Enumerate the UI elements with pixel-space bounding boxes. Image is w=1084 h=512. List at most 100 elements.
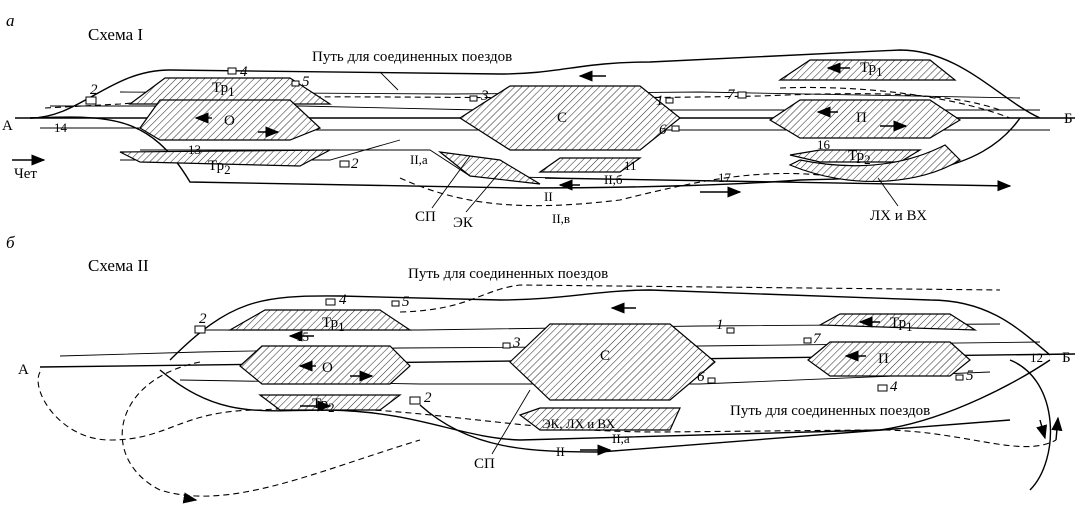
point-label: 7: [813, 331, 822, 347]
point-label: 3: [480, 88, 489, 104]
point-label: 7: [727, 87, 736, 103]
signal-box: [707, 377, 716, 384]
yard-tr1-right: [778, 59, 957, 81]
signal-box: [877, 384, 888, 392]
point-label: 5: [966, 368, 974, 384]
joint-trains-track-label-b-top: Путь для соединенных поездов: [408, 266, 608, 282]
yard-o-b-label: О: [322, 360, 333, 376]
station-b-label: Б: [1064, 111, 1073, 127]
signal-box: [665, 97, 674, 104]
bypass-track-top: [29, 49, 1041, 119]
point-label: 4: [240, 64, 248, 80]
dashed-track-b-top: [399, 284, 1001, 313]
main-track-ii: [544, 177, 1012, 192]
point-label: 5: [302, 74, 310, 90]
point-label: 1: [716, 317, 724, 333]
yard-tr1-right-b-label: Тр1: [890, 315, 913, 334]
direction-label: Чет: [14, 166, 37, 182]
callout-ek: ЭК: [453, 215, 474, 231]
yard-tr2-left: [119, 149, 331, 167]
dashed-track-b-bottom: [37, 371, 1057, 448]
joint-trains-track-label-b-bottom: Путь для соединенных поездов: [730, 403, 930, 419]
yard-tr2-left-label: Тр2: [208, 158, 231, 177]
panel-b-title: Схема II: [88, 256, 149, 275]
yard-tr1-left-label: Тр1: [212, 80, 235, 99]
panel-b-letter: б: [6, 233, 15, 252]
track-label: 13: [188, 142, 201, 157]
dashed-loop-left: [121, 361, 421, 497]
panel-a: а Схема I Путь для соединенных поездов О: [2, 11, 1075, 231]
point-label: 4: [339, 292, 347, 308]
track-label: 14: [54, 120, 68, 135]
panel-b: б Схема II Путь для соединенных поездов …: [6, 233, 1076, 504]
station-a-label: А: [2, 118, 13, 134]
dashed-track-ii-v: [399, 172, 831, 207]
bypass-track-bottom-b: [159, 359, 1051, 441]
point-label: 4: [890, 379, 898, 395]
yard-tr2-right: [789, 149, 923, 163]
direction-arrow: [1036, 419, 1048, 440]
signal-box: [391, 300, 400, 307]
track-label: 11: [624, 158, 637, 173]
yard-tr2-right-label: Тр2: [848, 148, 871, 167]
station-b-b-label: Б: [1062, 350, 1071, 366]
yard-c-b-label: С: [600, 348, 610, 364]
yard-tr1-right-label: Тр1: [860, 60, 883, 79]
track-label: II,б: [604, 172, 623, 187]
yard-c-b: [509, 323, 716, 401]
point-label: 3: [512, 335, 521, 351]
track-label: II,в: [552, 211, 570, 226]
signal-box: [409, 396, 421, 405]
track-label: 15: [296, 329, 309, 344]
signal-box: [955, 374, 964, 381]
joint-trains-track-label-a: Путь для соединенных поездов: [312, 49, 512, 65]
callout-sp-b: СП: [474, 456, 495, 472]
signal-box: [194, 325, 206, 334]
leader-line: [379, 71, 399, 91]
direction-arrow: [182, 492, 198, 504]
yard-tr1-left-b-label: Тр1: [322, 315, 345, 334]
direction-arrow: [1051, 416, 1063, 441]
yard-p-label: П: [856, 110, 867, 126]
signal-box: [737, 91, 747, 99]
signal-box: [339, 160, 350, 168]
yard-p-b-label: П: [878, 351, 889, 367]
signal-box: [325, 298, 336, 306]
yard-ek-lh-vh: [518, 407, 681, 431]
point-label: 1: [656, 93, 664, 109]
signal-box: [291, 80, 300, 87]
signal-box: [502, 342, 511, 349]
callout-leader: [465, 171, 501, 213]
callout-leader: [491, 389, 531, 455]
signal-box: [85, 96, 97, 105]
track-label: 12: [1030, 350, 1043, 365]
yard-c-label: С: [557, 110, 567, 126]
signal-box: [803, 337, 812, 344]
panel-a-title: Схема I: [88, 25, 143, 44]
yard-lh-vh: [788, 144, 961, 182]
yard-o-label: О: [224, 113, 235, 129]
yard-sp: [437, 151, 541, 185]
point-label: 6: [659, 122, 667, 138]
bypass-track-top-b: [169, 289, 1051, 361]
point-label: 2: [424, 390, 432, 406]
yard-c: [458, 85, 681, 151]
parallel-track-b: [59, 341, 1041, 357]
track-label: 17: [718, 170, 732, 185]
point-label: 2: [90, 82, 98, 98]
callout-leader: [877, 177, 899, 207]
main-track-ii-b: [419, 404, 1011, 453]
signal-box: [469, 95, 478, 102]
point-label: 6: [697, 369, 705, 385]
track-label: II: [556, 444, 565, 459]
signal-box: [726, 327, 735, 334]
loop-track-right: [1009, 359, 1052, 491]
signal-box: [227, 67, 237, 75]
point-label: 5: [402, 294, 410, 310]
track-label: II,а: [410, 152, 428, 167]
yard-tr1-left-b: [227, 309, 412, 331]
callout-ek-lh-vh: ЭК, ЛХ и ВХ: [542, 416, 616, 431]
yard-ek: [538, 157, 642, 173]
track-label: II,а: [612, 431, 630, 446]
